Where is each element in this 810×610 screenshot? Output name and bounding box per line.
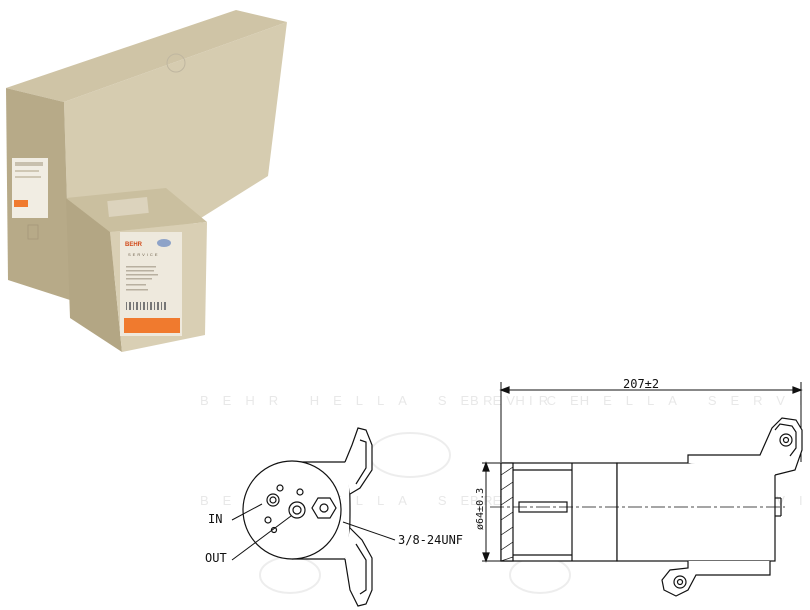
port-in (269, 496, 277, 504)
dimension-diameter: ø64±0.3 (475, 488, 486, 530)
label-out: OUT (205, 551, 227, 565)
svg-text:BEHR HELLA SERVICE: BEHR HELLA SERVICE (470, 393, 810, 408)
barcode-icon (126, 302, 166, 310)
svg-text:BEHR HELLA SERVICE: BEHR HELLA SERVICE (200, 393, 593, 408)
end-view-drawing (231, 427, 396, 607)
hex-nut (311, 497, 337, 519)
brand-logo: BEHR (125, 242, 143, 248)
packaging-photo: BEHR SERVICE (6, 10, 287, 352)
dimension-length: 207±2 (623, 377, 659, 391)
port-out (292, 505, 302, 515)
brand-tagline: SERVICE (128, 252, 160, 257)
hologram-seal-icon (166, 53, 186, 73)
end-cap-circle (242, 460, 342, 560)
side-view-drawing (482, 382, 803, 597)
label-in: IN (208, 512, 222, 526)
small-box: BEHR SERVICE (66, 188, 207, 352)
hella-logo-icon (157, 239, 171, 247)
label-thread: 3/8-24UNF (398, 533, 463, 547)
